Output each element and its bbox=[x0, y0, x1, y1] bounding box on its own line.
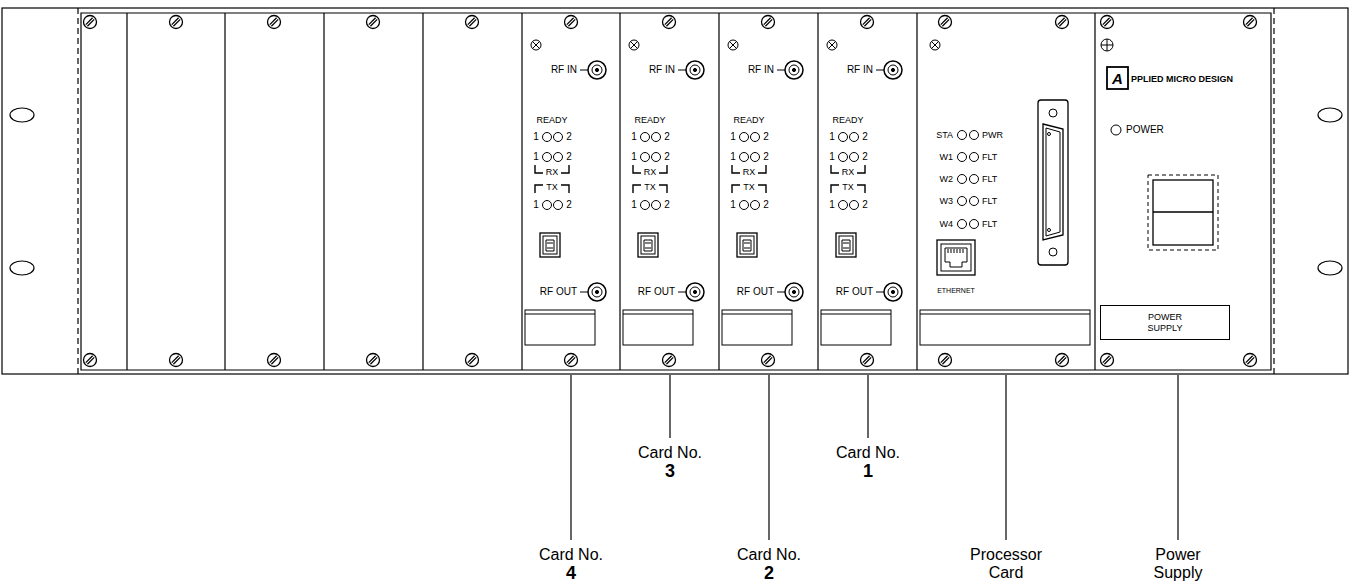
led-label: W2 bbox=[940, 175, 954, 184]
connector-label: RF OUT bbox=[737, 287, 774, 297]
leader-lines bbox=[571, 375, 1178, 540]
connector-label: RF OUT bbox=[540, 287, 577, 297]
led-label: STA bbox=[936, 131, 953, 140]
callout-label: Card No. bbox=[531, 546, 611, 564]
callout-label: Power Supply bbox=[1138, 546, 1218, 582]
power-supply-panel: A PPLIED MICRO DESIGN POWER POWER SUPPLY bbox=[1095, 12, 1272, 372]
led-number: 1 bbox=[730, 200, 736, 210]
led-number: 2 bbox=[763, 132, 769, 142]
connector-label: RF IN bbox=[551, 65, 577, 75]
chassis-outline bbox=[2, 8, 1348, 374]
led-number: 2 bbox=[664, 200, 670, 210]
indicator-label: READY bbox=[832, 116, 863, 125]
callout-number: 4 bbox=[551, 564, 591, 582]
led-number: 2 bbox=[763, 152, 769, 162]
led-number: 2 bbox=[763, 200, 769, 210]
connector-label: RF IN bbox=[748, 65, 774, 75]
led-number: 1 bbox=[730, 132, 736, 142]
rf-card-art bbox=[821, 16, 902, 367]
logo-letter: A bbox=[1112, 71, 1123, 86]
led-number: 1 bbox=[829, 132, 835, 142]
rf-card: RF INREADY1212RXTX12RF OUT bbox=[620, 12, 719, 372]
mounting-slot bbox=[1318, 261, 1342, 275]
indicator-label: RX bbox=[546, 168, 559, 177]
front-panel bbox=[81, 13, 1271, 370]
mounting-slot bbox=[10, 261, 34, 275]
slot-divider bbox=[127, 13, 1095, 370]
led-number: 2 bbox=[862, 132, 868, 142]
rf-card: RF INREADY1212RXTX12RF OUT bbox=[719, 12, 818, 372]
callout-label: Card No. bbox=[729, 546, 809, 564]
callout-number: 2 bbox=[749, 564, 789, 582]
led-number: 1 bbox=[730, 152, 736, 162]
callout-number: 1 bbox=[848, 462, 888, 480]
ear-bend-line bbox=[1273, 8, 1274, 374]
callout-number: 3 bbox=[650, 462, 690, 480]
led-number: 1 bbox=[631, 132, 637, 142]
indicator-label: TX bbox=[842, 183, 854, 192]
led-number: 1 bbox=[533, 200, 539, 210]
rf-card: RF INREADY1212RXTX12RF OUT bbox=[522, 12, 620, 372]
indicator-label: POWER bbox=[1126, 125, 1164, 135]
indicator-label: RX bbox=[842, 168, 855, 177]
power-supply-art bbox=[1101, 16, 1257, 367]
connector-label: ETHERNET bbox=[937, 287, 975, 294]
ear-bend-line bbox=[77, 8, 78, 374]
logo-text: PPLIED MICRO DESIGN bbox=[1131, 75, 1233, 84]
rf-card-art bbox=[722, 16, 803, 367]
callout-label: Processor Card bbox=[966, 546, 1046, 582]
led-number: 2 bbox=[664, 152, 670, 162]
mounting-slot bbox=[1318, 108, 1342, 122]
led-number: 2 bbox=[566, 200, 572, 210]
led-number: 2 bbox=[664, 132, 670, 142]
led-label: W4 bbox=[940, 220, 954, 229]
indicator-label: READY bbox=[733, 116, 764, 125]
label-tab: POWER SUPPLY bbox=[1100, 305, 1230, 340]
indicator-label: RX bbox=[644, 168, 657, 177]
led-number: 2 bbox=[566, 132, 572, 142]
tab-label: POWER SUPPLY bbox=[1134, 312, 1196, 334]
led-label: PWR bbox=[982, 131, 1003, 140]
mounting-slot bbox=[10, 108, 34, 122]
led-number: 1 bbox=[631, 200, 637, 210]
led-number: 2 bbox=[862, 200, 868, 210]
indicator-label: READY bbox=[536, 116, 567, 125]
led-label: W3 bbox=[940, 197, 954, 206]
callout-label: Card No. bbox=[630, 444, 710, 462]
led-number: 1 bbox=[533, 132, 539, 142]
indicator-label: TX bbox=[546, 183, 558, 192]
led-number: 2 bbox=[862, 152, 868, 162]
led-label: FLT bbox=[982, 153, 997, 162]
indicator-label: RX bbox=[743, 168, 756, 177]
connector-label: RF OUT bbox=[638, 287, 675, 297]
led-label: FLT bbox=[982, 197, 997, 206]
led-number: 1 bbox=[829, 200, 835, 210]
led-number: 1 bbox=[533, 152, 539, 162]
processor-card: STAPWRW1FLTW2FLTW3FLTW4FLTETHERNET bbox=[917, 12, 1095, 372]
indicator-label: TX bbox=[644, 183, 656, 192]
led-number: 1 bbox=[829, 152, 835, 162]
connector-label: RF OUT bbox=[836, 287, 873, 297]
led-number: 1 bbox=[631, 152, 637, 162]
blank-panel-screws bbox=[84, 16, 479, 367]
indicator-label: READY bbox=[634, 116, 665, 125]
callout-label: Card No. bbox=[828, 444, 908, 462]
rf-card-art bbox=[623, 16, 704, 367]
processor-card-art bbox=[920, 16, 1090, 367]
led-label: FLT bbox=[982, 175, 997, 184]
rf-card-art bbox=[525, 16, 606, 367]
led-number: 2 bbox=[566, 152, 572, 162]
led-label: FLT bbox=[982, 220, 997, 229]
indicator-label: TX bbox=[743, 183, 755, 192]
rf-card: RF INREADY1212RXTX12RF OUT bbox=[818, 12, 917, 372]
connector-label: RF IN bbox=[847, 65, 873, 75]
connector-label: RF IN bbox=[649, 65, 675, 75]
led-label: W1 bbox=[940, 153, 954, 162]
